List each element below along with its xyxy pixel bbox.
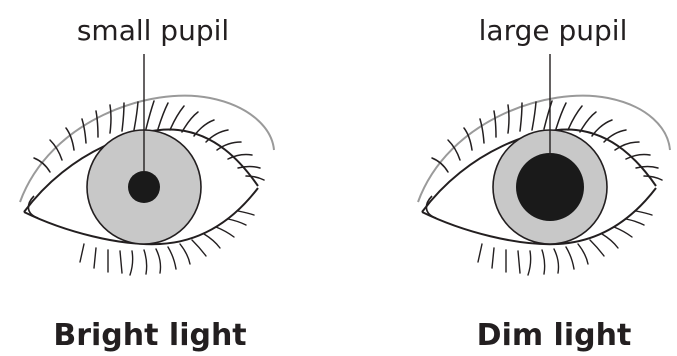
left-eye-caption: Bright light (53, 318, 246, 353)
right-eye-label: large pupil (479, 14, 628, 47)
left-eye-label: small pupil (77, 14, 229, 47)
left-eye-figure: small pupil (20, 14, 274, 353)
right-pupil (516, 153, 584, 221)
right-eye-caption: Dim light (477, 318, 632, 353)
left-pupil (128, 171, 160, 203)
right-eye-figure: large pupil (418, 14, 670, 353)
